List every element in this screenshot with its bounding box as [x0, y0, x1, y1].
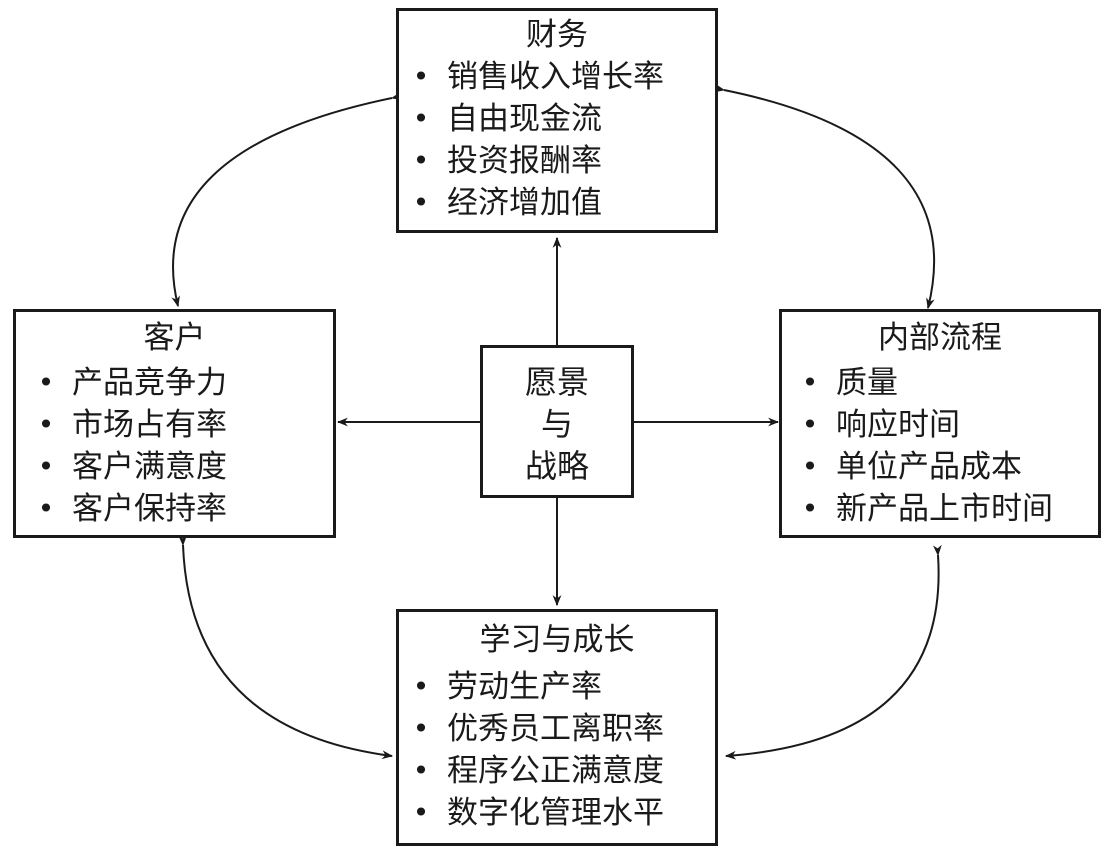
- list-item: • 产品竞争力: [28, 362, 227, 404]
- center-line-1: 愿景: [524, 363, 589, 401]
- learning-title: 学习与成长: [479, 622, 635, 658]
- list-item: • 新产品上市时间: [792, 488, 1053, 530]
- finance-title: 财务: [526, 17, 588, 53]
- list-item: • 销售收入增长率: [403, 56, 664, 98]
- bullet-icon: •: [801, 408, 819, 441]
- bullet-icon: •: [412, 796, 430, 829]
- bullet-icon: •: [412, 712, 430, 745]
- bullet-icon: •: [801, 450, 819, 483]
- item-label: 响应时间: [836, 407, 960, 443]
- item-label: 新产品上市时间: [836, 491, 1053, 527]
- customer-box: 客户 • 产品竞争力 • 市场占有率 • 客户满意度 • 客户保持率: [13, 309, 336, 538]
- list-item: • 单位产品成本: [792, 446, 1053, 488]
- bullet-icon: •: [412, 60, 430, 93]
- item-label: 单位产品成本: [836, 449, 1022, 485]
- list-item: • 自由现金流: [403, 98, 664, 140]
- finance-box: 财务 • 销售收入增长率 • 自由现金流 • 投资报酬率 • 经济增加值: [396, 8, 718, 233]
- list-item: • 优秀员工离职率: [403, 708, 664, 750]
- bullet-icon: •: [37, 366, 55, 399]
- bullet-icon: •: [801, 366, 819, 399]
- bullet-icon: •: [37, 408, 55, 441]
- item-label: 优秀员工离职率: [447, 711, 664, 747]
- bullet-icon: •: [801, 492, 819, 525]
- list-item: • 劳动生产率: [403, 666, 664, 708]
- customer-title: 客户: [143, 320, 206, 356]
- item-label: 产品竞争力: [72, 365, 227, 401]
- list-item: • 数字化管理水平: [403, 792, 664, 834]
- list-item: • 响应时间: [792, 404, 1053, 446]
- bullet-icon: •: [37, 492, 55, 525]
- curve-internal-learning: [724, 544, 942, 760]
- internal-process-box: 内部流程 • 质量 • 响应时间 • 单位产品成本 • 新产品上市时间: [779, 309, 1101, 538]
- bullet-icon: •: [412, 102, 430, 135]
- curve-finance-internal: [713, 83, 936, 310]
- bullet-icon: •: [37, 450, 55, 483]
- item-label: 质量: [836, 365, 898, 401]
- item-label: 市场占有率: [72, 407, 227, 443]
- list-item: • 投资报酬率: [403, 140, 664, 182]
- item-label: 销售收入增长率: [447, 59, 664, 95]
- item-label: 程序公正满意度: [447, 753, 664, 789]
- item-label: 客户保持率: [72, 491, 227, 527]
- list-item: • 程序公正满意度: [403, 750, 664, 792]
- item-label: 劳动生产率: [447, 669, 602, 705]
- list-item: • 经济增加值: [403, 182, 664, 224]
- list-item: • 市场占有率: [28, 404, 227, 446]
- bullet-icon: •: [412, 186, 430, 219]
- item-label: 数字化管理水平: [447, 795, 664, 831]
- vision-strategy-box: 愿景 与 战略: [480, 345, 634, 498]
- bullet-icon: •: [412, 754, 430, 787]
- list-item: • 客户满意度: [28, 446, 227, 488]
- internal-list: • 质量 • 响应时间 • 单位产品成本 • 新产品上市时间: [792, 362, 1053, 530]
- learning-growth-box: 学习与成长 • 劳动生产率 • 优秀员工离职率 • 程序公正满意度 • 数字化管理水平: [396, 609, 718, 846]
- learning-list: • 劳动生产率 • 优秀员工离职率 • 程序公正满意度 • 数字化管理水平: [403, 666, 664, 834]
- bullet-icon: •: [412, 670, 430, 703]
- item-label: 自由现金流: [447, 101, 602, 137]
- finance-list: • 销售收入增长率 • 自由现金流 • 投资报酬率 • 经济增加值: [403, 56, 664, 224]
- item-label: 客户满意度: [72, 449, 227, 485]
- internal-title: 内部流程: [878, 320, 1002, 356]
- center-line-3: 战略: [524, 447, 589, 485]
- customer-list: • 产品竞争力 • 市场占有率 • 客户满意度 • 客户保持率: [28, 362, 227, 530]
- item-label: 投资报酬率: [447, 143, 602, 179]
- bullet-icon: •: [412, 144, 430, 177]
- curve-finance-customer: [171, 91, 403, 308]
- list-item: • 质量: [792, 362, 1053, 404]
- list-item: • 客户保持率: [28, 488, 227, 530]
- item-label: 经济增加值: [447, 185, 602, 221]
- center-line-2: 与: [540, 405, 573, 443]
- curve-customer-learning: [178, 534, 394, 760]
